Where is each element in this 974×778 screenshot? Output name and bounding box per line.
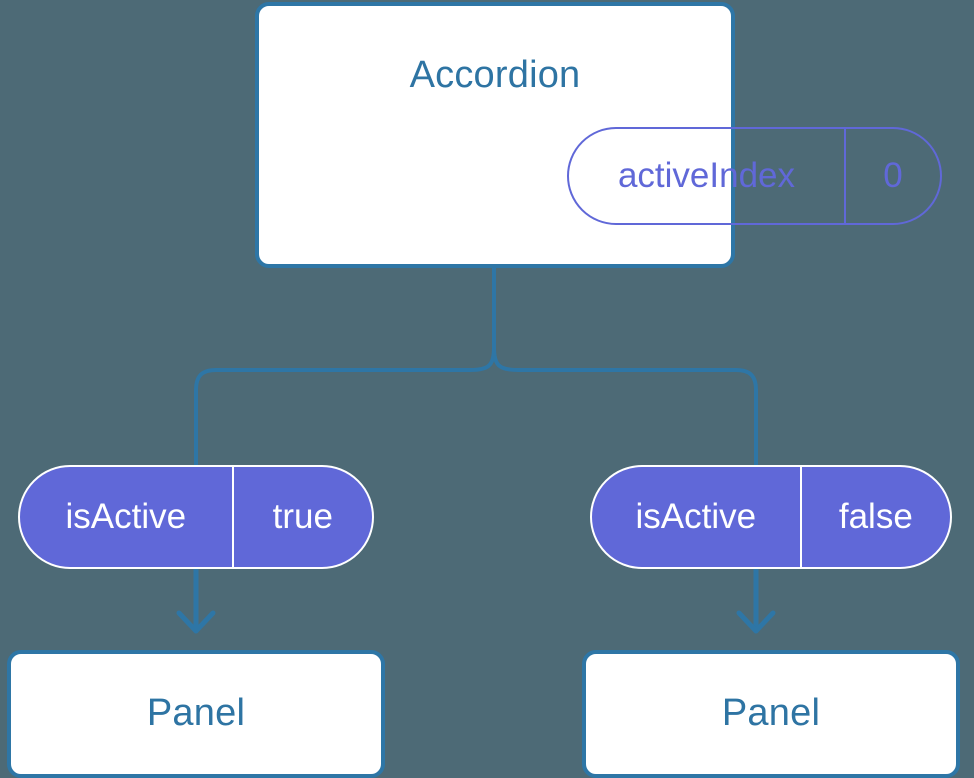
state-pill-key: activeIndex — [617, 156, 796, 195]
state-pill-activeindex[interactable]: activeIndex 0 — [567, 127, 942, 225]
component-title-accordion: Accordion — [409, 54, 581, 96]
right-arrow-icon — [736, 610, 776, 634]
prop-pill-key-left: isActive — [65, 497, 187, 536]
component-card-panel-left[interactable]: Panel — [7, 650, 385, 778]
component-title-panel-right: Panel — [721, 692, 821, 734]
prop-pill-value-right: false — [799, 467, 950, 567]
component-card-panel-right[interactable]: Panel — [582, 650, 960, 778]
prop-pill-key-right: isActive — [635, 497, 757, 536]
state-pill-value: 0 — [844, 129, 940, 223]
prop-pill-value-left: true — [231, 467, 372, 567]
prop-pill-isactive-false[interactable]: isActive false — [590, 465, 952, 569]
component-card-accordion[interactable]: Accordion activeIndex 0 — [255, 2, 942, 268]
connector-parent-split — [492, 266, 758, 467]
prop-pill-isactive-true[interactable]: isActive true — [18, 465, 374, 569]
left-arrow-icon — [176, 610, 216, 634]
component-title-panel-left: Panel — [146, 692, 246, 734]
connector-parent-split-left — [194, 346, 496, 467]
